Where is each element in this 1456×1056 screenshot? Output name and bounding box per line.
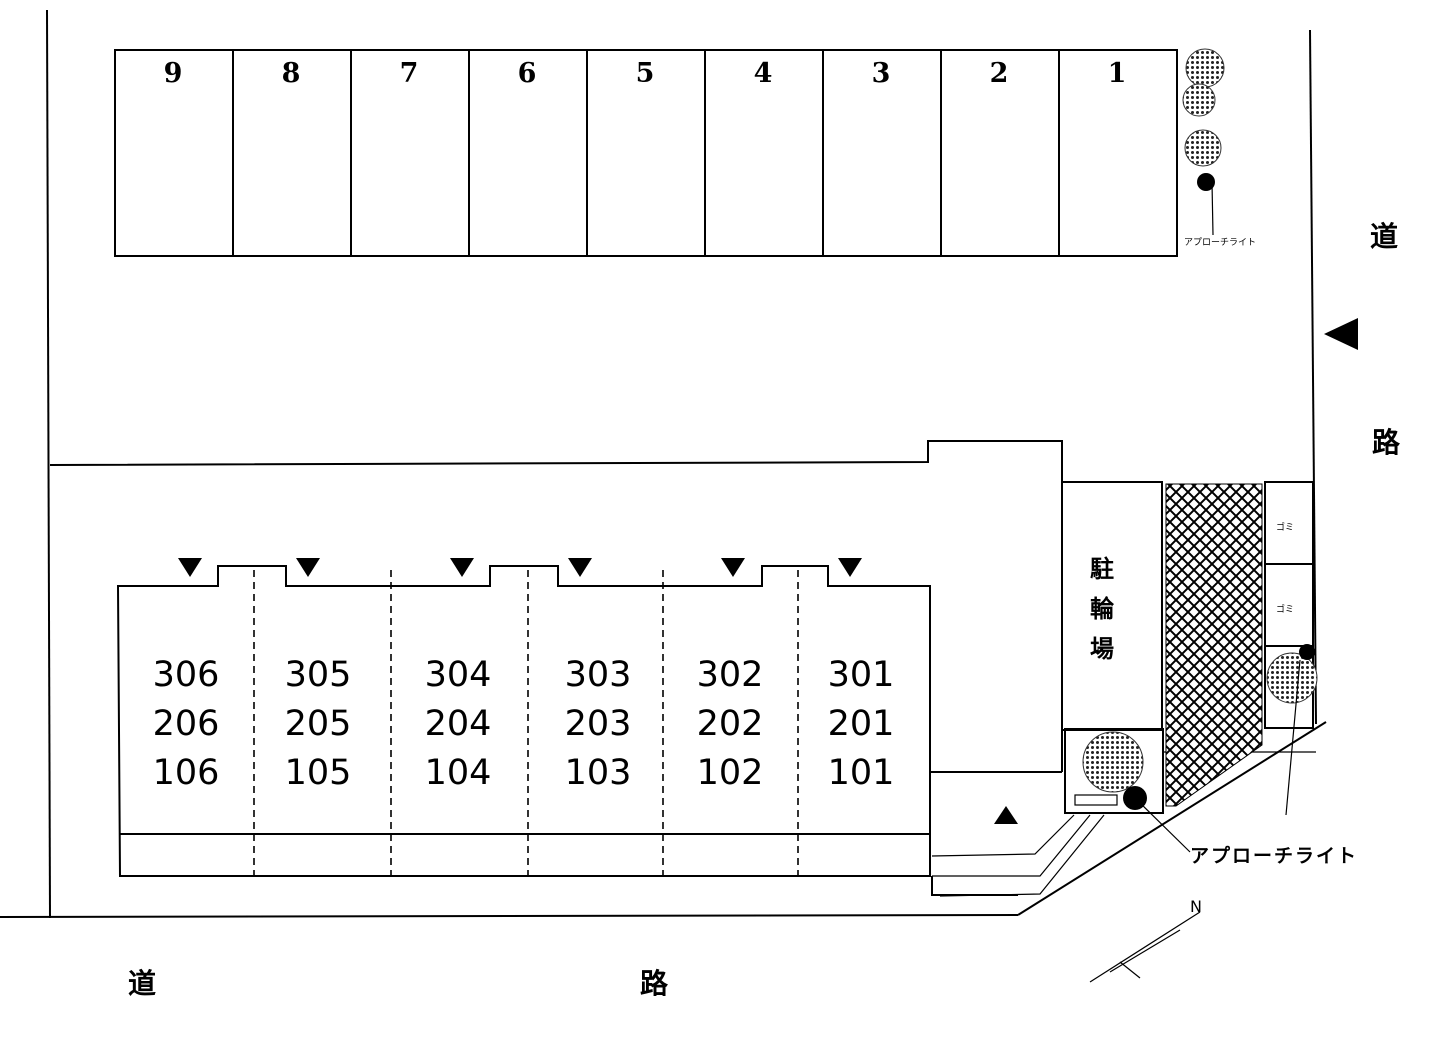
unit-number: 102	[697, 753, 764, 793]
garbage-label-1: ゴミ	[1276, 521, 1294, 533]
unit-number: 305	[285, 655, 352, 695]
entrance-marker-icon	[568, 558, 592, 577]
parking-space-number: 7	[400, 58, 419, 89]
entrance-marker-icon	[721, 558, 745, 577]
shrub-bicycle	[1082, 731, 1144, 793]
site-boundary	[0, 9, 1327, 919]
bicycle-label-3: 場	[1090, 635, 1114, 663]
apartment-building: 306 206 106 305 205 105 304 204 104 303 203 103 302 2…	[116, 558, 931, 877]
road-label-bottom-right: 路	[640, 967, 669, 1000]
unit-number: 206	[153, 704, 220, 744]
parking-area	[114, 49, 1178, 257]
parking-space-number: 2	[990, 58, 1009, 89]
unit-number: 306	[153, 655, 220, 695]
leader-line-1	[1134, 797, 1191, 853]
garbage-label-2: ゴミ	[1276, 603, 1294, 615]
road-label-bottom-left: 道	[128, 967, 156, 1000]
approach-light-label-large: アプローチライト	[1190, 844, 1358, 867]
approach-light-parking	[1197, 173, 1215, 236]
unit-number: 303	[565, 655, 632, 695]
unit-number: 105	[285, 753, 352, 793]
bicycle-label-2: 輪	[1090, 595, 1115, 623]
unit-number: 203	[565, 704, 632, 744]
entrance-marker-icon	[296, 558, 320, 577]
road-label-right-bottom: 路	[1372, 426, 1401, 459]
approach-light-garbage	[1299, 644, 1315, 660]
building-outline	[116, 565, 931, 877]
entrance-marker-icon	[838, 558, 862, 577]
leader-line-2	[1285, 659, 1301, 816]
parking-shrubs	[1182, 48, 1225, 167]
shrub-garbage	[1266, 652, 1318, 704]
bicycle-label-1: 駐	[1090, 555, 1114, 583]
entrance-marker-icon	[450, 558, 474, 577]
unit-number: 201	[828, 704, 895, 744]
entrance-marker-icon	[178, 558, 202, 577]
unit-number: 101	[828, 753, 895, 793]
unit-number: 103	[565, 753, 632, 793]
unit-number: 301	[828, 655, 895, 695]
unit-number: 202	[697, 704, 764, 744]
unit-number: 302	[697, 655, 764, 695]
unit-number: 204	[425, 704, 492, 744]
entrance-arrow-icon	[1324, 318, 1358, 350]
north-arrow-icon	[1089, 911, 1201, 983]
planting-area	[1165, 483, 1263, 807]
entrance-triangle-icon	[994, 806, 1018, 824]
unit-number: 104	[425, 753, 492, 793]
parking-space-number: 5	[636, 58, 655, 89]
parking-lot: 9 8 7 6 5 4 3 2 1	[114, 49, 1178, 257]
parking-space-number: 9	[164, 58, 183, 89]
road-label-right-top: 道	[1370, 220, 1398, 253]
parking-space-number: 1	[1108, 58, 1127, 89]
garbage-stations	[1264, 481, 1314, 729]
approach-light-label-small: アプローチライト	[1184, 237, 1256, 248]
unit-number: 106	[153, 753, 220, 793]
north-label: N	[1190, 897, 1202, 916]
approach-path	[930, 771, 1105, 897]
parking-space-number: 4	[754, 58, 773, 89]
unit-number: 304	[425, 655, 492, 695]
nameplate	[1074, 794, 1118, 806]
unit-number: 205	[285, 704, 352, 744]
parking-space-number: 8	[282, 58, 301, 89]
parking-space-number: 6	[518, 58, 537, 89]
parking-space-number: 3	[872, 58, 891, 89]
